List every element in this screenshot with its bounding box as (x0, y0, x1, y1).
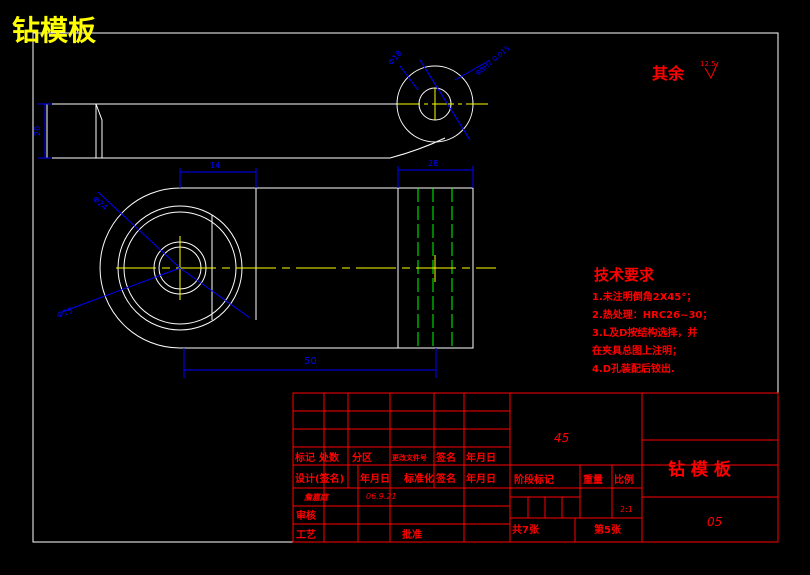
tb-designer: 詹嘉庭 (304, 493, 330, 502)
tb-count: 处数 (318, 451, 340, 464)
tb-material: 45 (554, 431, 569, 445)
tb-zone: 分区 (352, 451, 372, 464)
dim-overall-length: 50 (304, 356, 317, 367)
drawing-heading: 钻模板 (12, 14, 96, 47)
dim-width-28: 28 (428, 159, 438, 168)
tb-standard: 标准化 (403, 472, 434, 485)
roughness-symbol-icon: 12.5 (700, 60, 719, 80)
tb-weight: 重量 (583, 473, 603, 486)
top-view-dimensions (38, 59, 491, 159)
tb-signature: 签名 (435, 451, 456, 464)
tb-total-sheets: 共7张 (512, 523, 540, 536)
dim-left-height: 20 (33, 126, 42, 136)
tb-scale-value: 2:1 (620, 505, 633, 514)
tech-requirement-item: 4.D孔装配后铰出. (592, 362, 675, 375)
tech-requirement-item: 3.L及D按结构选择，并 (592, 326, 697, 339)
tb-stage: 阶段标记 (514, 473, 554, 486)
front-view-dimensions (61, 166, 474, 378)
tech-requirement-item: 1.未注明倒角2X45°； (592, 290, 696, 303)
roughness-value: 12.5 (700, 60, 716, 68)
title-block (292, 392, 779, 543)
tb-scale: 比例 (614, 473, 634, 486)
tb-change-doc: 更改文件号 (392, 453, 427, 462)
surface-note-label: 其余 (652, 64, 685, 83)
tb-sheet-no: 第5张 (594, 523, 622, 536)
tb-design-date: 06.9.21 (366, 492, 397, 501)
tb-date2: 年月日 (360, 472, 390, 485)
tb-mark: 标记 (294, 451, 315, 464)
tb-review: 审核 (296, 509, 316, 522)
dim-width-14: 14 (210, 161, 220, 170)
tb-signature2: 签名 (435, 472, 456, 485)
tb-design: 设计(签名) (295, 472, 344, 485)
tb-approve: 批准 (402, 528, 422, 541)
tb-date: 年月日 (466, 451, 496, 464)
tb-part-name: 钻 模 板 (668, 459, 732, 480)
tech-requirement-item: 2.热处理：HRC26~30； (592, 308, 712, 321)
tech-requirement-item: 在夹具总图上注明； (592, 344, 682, 357)
tech-requirements-title: 技术要求 (594, 266, 655, 284)
tb-process: 工艺 (296, 528, 316, 541)
tb-drawing-no: 05 (707, 515, 722, 529)
tb-date3: 年月日 (466, 472, 496, 485)
tech-requirements: 技术要求 1.未注明倒角2X45°； 2.热处理：HRC26~30； 3.L及D… (592, 266, 712, 375)
title-block-text: 标记 处数 分区 更改文件号 签名 年月日 设计(签名) 年月日 标准化 签名 … (294, 431, 732, 541)
